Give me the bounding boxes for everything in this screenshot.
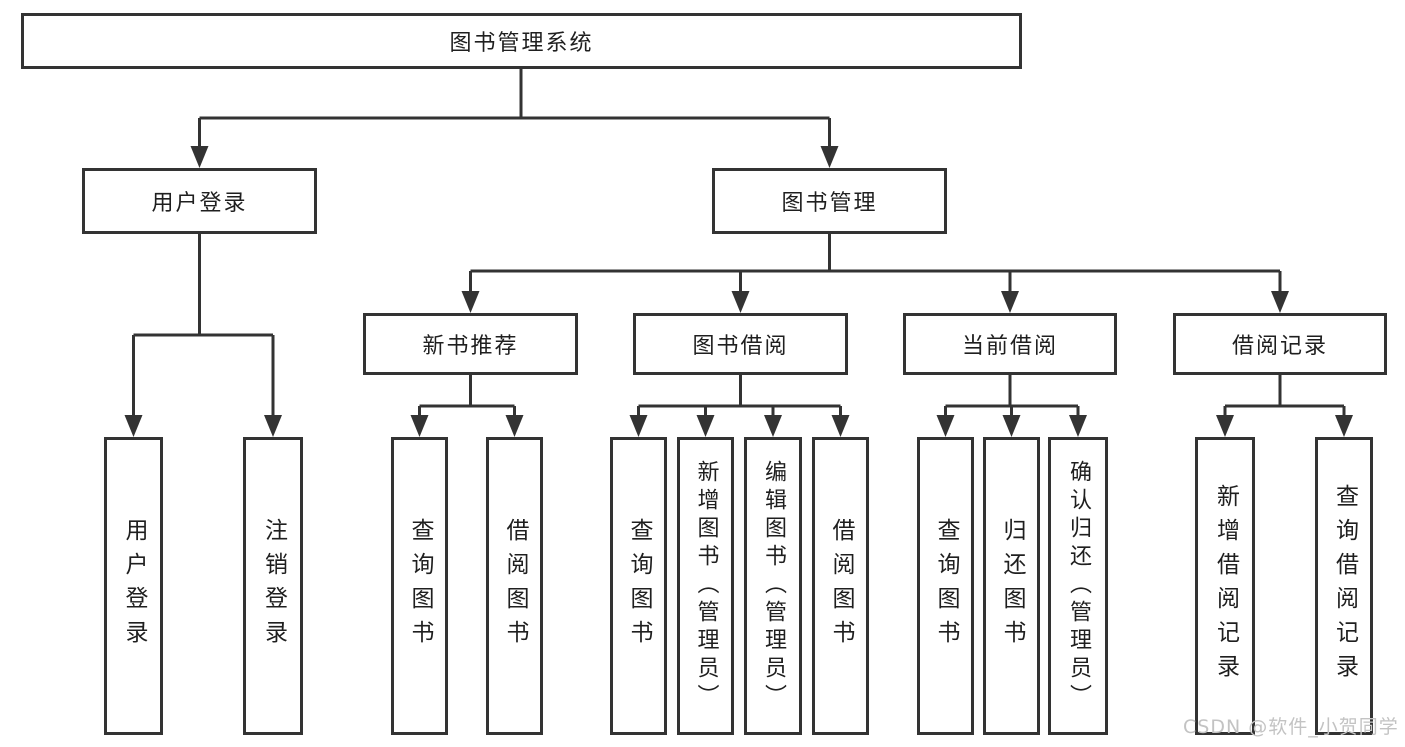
arrowhead <box>505 415 524 437</box>
node-user-login: 用户登录 <box>82 168 317 234</box>
leaf-edit-books-admin: 编辑图书（管理员） <box>744 437 802 735</box>
node-label: 查询图书 <box>933 518 959 654</box>
leaf-borrow-books: 借阅图书 <box>812 437 869 735</box>
leaf-confirm-return-admin: 确认归还（管理员） <box>1048 437 1108 735</box>
csdn-watermark: CSDN @软件_小贺同学 <box>1183 716 1399 738</box>
connector-book-management-children <box>469 234 1282 295</box>
node-book-management: 图书管理 <box>712 168 947 234</box>
leaf-borrow-books-recommend: 借阅图书 <box>486 437 543 735</box>
arrowhead <box>1002 415 1021 437</box>
arrowhead <box>1069 415 1087 437</box>
node-label: 用户登录 <box>151 191 248 216</box>
arrowhead <box>731 291 750 313</box>
node-label: 借阅记录 <box>1231 334 1328 359</box>
arrowhead <box>936 415 955 437</box>
node-label: 当前借阅 <box>961 334 1058 359</box>
arrowhead <box>190 146 209 168</box>
leaf-query-books-current: 查询图书 <box>917 437 974 735</box>
arrowhead <box>1271 291 1289 313</box>
arrowhead <box>696 415 715 437</box>
connector-book-borrow-children <box>637 375 842 419</box>
node-label: 新书推荐 <box>422 334 519 359</box>
arrowhead <box>264 415 282 437</box>
arrowhead <box>764 415 782 437</box>
leaf-return-books: 归还图书 <box>983 437 1040 735</box>
node-label: 新增图书（管理员） <box>693 460 719 712</box>
leaf-logout-login: 注销登录 <box>243 437 303 735</box>
connector-borrow-record-children <box>1223 375 1346 419</box>
node-book-borrow: 图书借阅 <box>633 313 848 375</box>
node-new-book-recommend: 新书推荐 <box>363 313 578 375</box>
node-label: 借阅图书 <box>828 518 854 654</box>
leaf-query-books-borrow: 查询图书 <box>610 437 667 735</box>
node-label: 编辑图书（管理员） <box>761 460 786 712</box>
arrowheads <box>124 146 1353 437</box>
arrowhead <box>410 415 429 437</box>
node-label: 归还图书 <box>999 518 1025 654</box>
connector-current-borrow-children <box>944 375 1080 419</box>
arrowhead <box>1001 291 1019 313</box>
node-borrow-records: 借阅记录 <box>1173 313 1387 375</box>
node-label: 查询图书 <box>626 518 652 654</box>
arrowhead <box>1216 415 1234 437</box>
connector-root-to-level2 <box>198 69 831 150</box>
arrowhead <box>820 146 839 168</box>
node-library-management-system: 图书管理系统 <box>21 13 1022 69</box>
arrowhead <box>629 415 648 437</box>
node-label: 查询借阅记录 <box>1331 484 1358 688</box>
leaf-query-borrow-record: 查询借阅记录 <box>1315 437 1373 735</box>
leaf-user-login: 用户登录 <box>104 437 163 735</box>
node-label: 新增借阅记录 <box>1212 484 1239 688</box>
node-label: 注销登录 <box>260 518 287 654</box>
leaf-add-books-admin: 新增图书（管理员） <box>677 437 734 735</box>
leaf-add-borrow-record: 新增借阅记录 <box>1195 437 1255 735</box>
node-current-borrow: 当前借阅 <box>903 313 1117 375</box>
node-label: 图书管理 <box>781 191 878 216</box>
arrowhead <box>461 291 480 313</box>
node-label: 图书借阅 <box>692 334 789 359</box>
node-label: 查询图书 <box>407 518 433 654</box>
node-label: 用户登录 <box>121 518 147 654</box>
arrowhead <box>1335 415 1353 437</box>
connector-user-login-children <box>132 234 275 419</box>
connector-new-book-children <box>418 375 516 419</box>
node-label: 借阅图书 <box>502 518 528 654</box>
arrowhead <box>124 415 143 437</box>
arrowhead <box>831 415 850 437</box>
node-label: 图书管理系统 <box>449 31 594 56</box>
leaf-query-books-recommend: 查询图书 <box>391 437 448 735</box>
connector-paths <box>132 69 1346 419</box>
node-label: 确认归还（管理员） <box>1066 460 1091 712</box>
